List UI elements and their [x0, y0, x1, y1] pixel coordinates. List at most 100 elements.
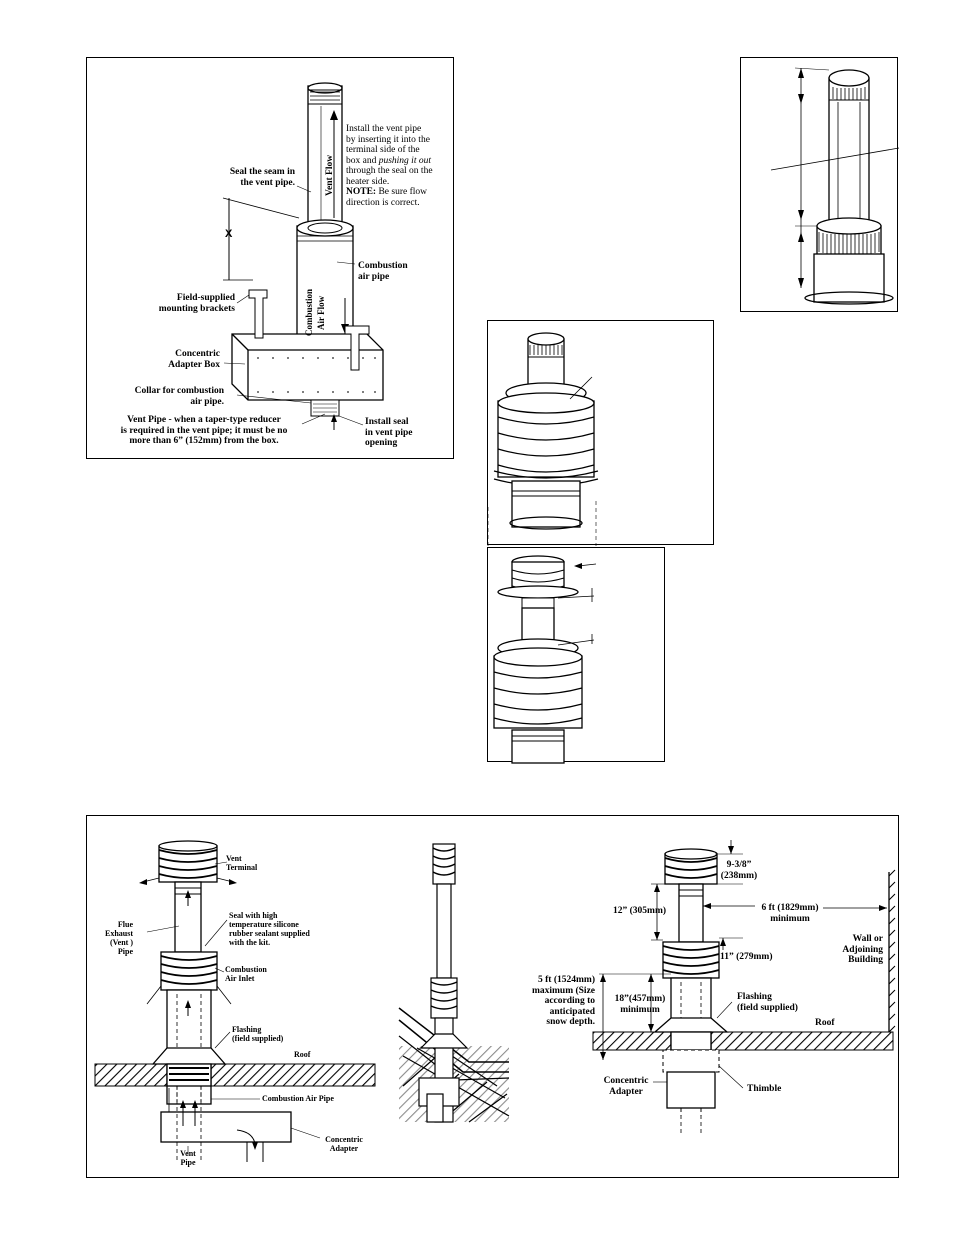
label-line: (field supplied)	[232, 1034, 284, 1043]
label-line: is required in the vent pipe; it must be…	[120, 425, 288, 436]
figure-adapter-box-panel: Install the vent pipe by inserting it in…	[86, 57, 454, 459]
label-line: Adapter	[329, 1144, 359, 1153]
label-line: anticipated	[549, 1006, 595, 1017]
figure-terminal-bellows-panel	[487, 320, 714, 546]
figure-terminal-cap-panel	[487, 547, 665, 764]
roof-installation-drawing	[94, 840, 896, 1162]
terminal-bellows-drawing	[487, 332, 599, 546]
install-note-line: through the seal on the	[346, 166, 433, 176]
adapter-box-label: Concentric Adapter Box	[127, 349, 220, 370]
label-line: mounting brackets	[158, 303, 235, 314]
seal-silicone-label: Seal with high temperature silicone rubb…	[229, 911, 310, 947]
combustion-air-pipe-label: Combustion air pipe	[358, 261, 408, 282]
label-line: Concentric	[325, 1135, 363, 1144]
flashing-label-right: Flashing (field supplied)	[737, 992, 798, 1013]
label-line: Flue	[117, 920, 133, 929]
label-line: Adapter Box	[168, 359, 220, 370]
vent-terminal-label: Vent Terminal	[226, 854, 257, 872]
concentric-adapter-label-left: Concentric Adapter	[319, 1135, 369, 1153]
install-note-line: by inserting it into the	[346, 134, 430, 145]
label-line: (field supplied)	[737, 1002, 798, 1013]
label-line: Vent	[180, 1149, 196, 1158]
label-line: Adjoining	[842, 944, 883, 955]
label-line: according to	[544, 996, 595, 1006]
combustion-air-flow-label-2: Air Flow	[316, 295, 326, 330]
label-line: in vent pipe	[365, 427, 413, 438]
install-note-line: direction is correct.	[346, 197, 420, 208]
concentric-adapter-label-right: Concentric Adapter	[599, 1076, 653, 1097]
combustion-air-flow-label-1: Combustion	[304, 288, 314, 336]
label-line: the vent pipe.	[240, 177, 295, 188]
label-line: Seal with high	[229, 911, 278, 920]
label-line: (238mm)	[720, 870, 758, 881]
flue-exhaust-label: Flue Exhaust (Vent ) Pipe	[91, 920, 133, 956]
label-line: 6 ft (1829mm)	[761, 903, 819, 913]
collar-label: Collar for combustion air pipe.	[97, 386, 224, 407]
dim-938-label: 9-3/8” (238mm)	[717, 860, 761, 881]
install-note: Install the vent pipe by inserting it in…	[346, 124, 456, 208]
note-text: Be sure flow	[376, 187, 428, 197]
wall-building-label: Wall or Adjoining Building	[829, 934, 883, 966]
label-line: Flashing	[232, 1025, 262, 1034]
adapter-box-drawing	[222, 82, 384, 430]
label-line: 5 ft (1524mm)	[538, 975, 595, 985]
terminal-cap-drawing	[493, 555, 597, 764]
label-line: 9-3/8”	[726, 860, 752, 870]
label-line: 18”(457mm)	[614, 994, 666, 1004]
label-line: Concentric	[175, 349, 220, 359]
install-note-line: box and pushing it out	[346, 156, 456, 167]
combustion-air-pipe-label-left: Combustion Air Pipe	[262, 1094, 334, 1103]
label-line: rubber sealant supplied	[229, 929, 310, 938]
max-5ft-label: 5 ft (1524mm) maximum (Size according to…	[519, 975, 595, 1028]
label-line: Pipe	[180, 1158, 196, 1167]
note-label: NOTE:	[346, 187, 377, 197]
roof-label-right: Roof	[815, 1018, 835, 1028]
label-line: Vent Pipe - when a taper-type reducer	[127, 415, 281, 425]
flashing-label-left: Flashing (field supplied)	[232, 1025, 283, 1043]
vent-pipe-reducer-label: Vent Pipe - when a taper-type reducer is…	[105, 415, 303, 447]
label-line: Air Inlet	[225, 974, 255, 983]
label-line: Field-supplied	[176, 293, 235, 303]
figure-vent-dimension-panel	[740, 57, 900, 312]
figure-roof-installation-panel: Vent Terminal Flue Exhaust (Vent ) Pipe …	[86, 815, 899, 1178]
label-line: Wall or	[852, 934, 883, 944]
label-line: Seal the seam in	[229, 167, 295, 177]
install-seal-label: Install seal in vent pipe opening	[365, 417, 413, 449]
install-note-line: heater side.	[346, 176, 390, 187]
install-note-emphasis: pushing it out	[378, 155, 431, 166]
vent-flow-label: Vent Flow	[325, 154, 335, 196]
label-line: air pipe.	[190, 396, 224, 407]
label-line: maximum (Size	[531, 985, 595, 996]
install-note-line: terminal side of the	[346, 145, 420, 155]
combustion-air-inlet-label: Combustion Air Inlet	[225, 965, 267, 983]
dim-18-label: 18”(457mm) minimum	[609, 994, 671, 1015]
dim-6ft-label: 6 ft (1829mm) minimum	[755, 903, 825, 924]
label-line: air pipe	[358, 271, 390, 282]
label-line: Pipe	[117, 947, 133, 956]
roof-cutaway-illustration	[398, 843, 510, 1123]
label-line: minimum	[770, 913, 810, 924]
label-line: more than 6” (152mm) from the box.	[129, 436, 279, 446]
vent-dimension-drawing	[770, 67, 900, 305]
roof-label-left: Roof	[294, 1050, 311, 1059]
label-line: temperature silicone	[229, 920, 299, 929]
dim-12-label: 12” (305mm)	[613, 906, 667, 916]
thimble-label: Thimble	[747, 1084, 782, 1094]
label-line: Concentric	[603, 1076, 649, 1086]
field-brackets-label: Field-supplied mounting brackets	[127, 293, 235, 314]
label-line: Building	[848, 955, 883, 965]
install-note-text: box and	[346, 155, 379, 166]
label-line: Exhaust	[104, 929, 133, 938]
seal-seam-label: Seal the seam in the vent pipe.	[199, 167, 295, 188]
label-line: Vent	[226, 854, 242, 863]
label-line: Flashing	[737, 992, 772, 1002]
install-note-line: Install the vent pipe	[346, 124, 422, 134]
install-note-line: NOTE: Be sure flow	[346, 187, 456, 198]
label-line: Terminal	[226, 863, 258, 872]
label-line: minimum	[620, 1004, 660, 1015]
label-line: with the kit.	[229, 938, 271, 947]
vent-pipe-label-left: Vent Pipe	[175, 1149, 201, 1167]
label-line: (Vent )	[109, 938, 133, 947]
label-line: Collar for combustion	[134, 386, 224, 396]
x-dimension-label: X	[225, 228, 233, 240]
